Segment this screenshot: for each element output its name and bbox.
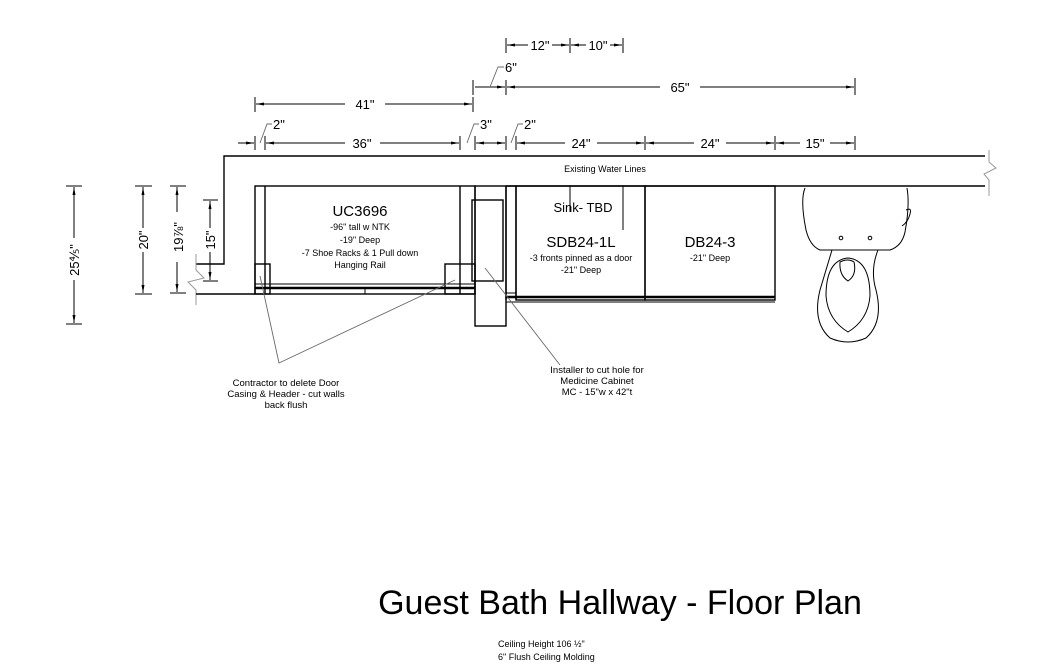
callout-leaders	[259, 267, 561, 366]
dim-6in: 6"	[505, 60, 517, 75]
dim-12in: 12"	[530, 38, 549, 53]
cabinet-db24-3: DB24-3 -21" Deep	[644, 185, 776, 301]
cabinet-uc3696: UC3696 -96" tall w NTK -19" Deep -7 Shoe…	[254, 185, 476, 295]
callout-line: Medicine Cabinet	[560, 376, 634, 387]
cabinet-note: -96" tall w NTK	[330, 222, 390, 232]
ceiling-molding-note: 6" Flush Ceiling Molding	[498, 652, 595, 662]
cabinet-sdb24-1l: Sink- TBD SDB24-1L -3 fronts pinned as a…	[506, 185, 775, 303]
dim-row-top-3: 41"	[254, 97, 474, 112]
dim-15in-horizontal: 15"	[805, 136, 824, 151]
cabinet-note: -3 fronts pinned as a door	[530, 253, 633, 263]
dim-65in: 65"	[670, 80, 689, 95]
cabinet-code: DB24-3	[685, 234, 736, 251]
cabinet-note: -7 Shoe Racks & 1 Pull down	[302, 248, 419, 258]
cabinet-note: -21" Deep	[561, 265, 601, 275]
dim-vertical: 25⅘" 20" 19⅞" 15"	[66, 185, 218, 325]
dim-2in-left: 2"	[273, 117, 285, 132]
cabinet-note: -19" Deep	[340, 235, 380, 245]
callout-medicine-cabinet: Installer to cut hole for Medicine Cabin…	[550, 365, 643, 398]
toilet-fixture	[802, 187, 911, 343]
callout-line: back flush	[265, 400, 308, 411]
dim-row-top-1: 12" 10"	[505, 38, 624, 53]
dim-2in-right: 2"	[524, 117, 536, 132]
cabinet-note: Hanging Rail	[334, 260, 386, 270]
cabinet-note: -21" Deep	[690, 253, 730, 263]
dim-20in: 20"	[136, 230, 151, 249]
callout-line: Installer to cut hole for	[550, 365, 643, 376]
cabinet-code: UC3696	[332, 203, 387, 220]
callout-line: Contractor to delete Door	[233, 378, 340, 389]
cabinet-code: SDB24-1L	[546, 234, 615, 251]
ceiling-height-note: Ceiling Height 106 ½"	[498, 639, 585, 649]
callout-door-casing: Contractor to delete Door Casing & Heade…	[227, 378, 344, 411]
dim-24in-b: 24"	[700, 136, 719, 151]
callout-line: Casing & Header - cut walls	[227, 389, 344, 400]
medicine-cabinet-opening	[471, 185, 517, 327]
dim-19-7-8in: 19⅞"	[171, 222, 186, 252]
callout-line: MC - 15"w x 42"t	[562, 387, 633, 398]
dim-10in: 10"	[588, 38, 607, 53]
dim-36in: 36"	[352, 136, 371, 151]
sink-label: Sink- TBD	[554, 200, 613, 215]
existing-wall: Existing Water Lines	[187, 150, 997, 305]
dim-24in-a: 24"	[571, 136, 590, 151]
wall-label: Existing Water Lines	[564, 164, 646, 174]
page-title: Guest Bath Hallway - Floor Plan	[378, 584, 862, 622]
dim-row-top-2: 6" 65"	[472, 60, 856, 95]
dim-row-main: 2" 36" 3" 2" 24" 24" 15"	[238, 117, 856, 151]
dim-25-5-8in: 25⅘"	[67, 244, 82, 276]
dim-41in: 41"	[355, 97, 374, 112]
dim-3in: 3"	[480, 117, 492, 132]
dim-15in-vertical: 15"	[203, 230, 218, 249]
